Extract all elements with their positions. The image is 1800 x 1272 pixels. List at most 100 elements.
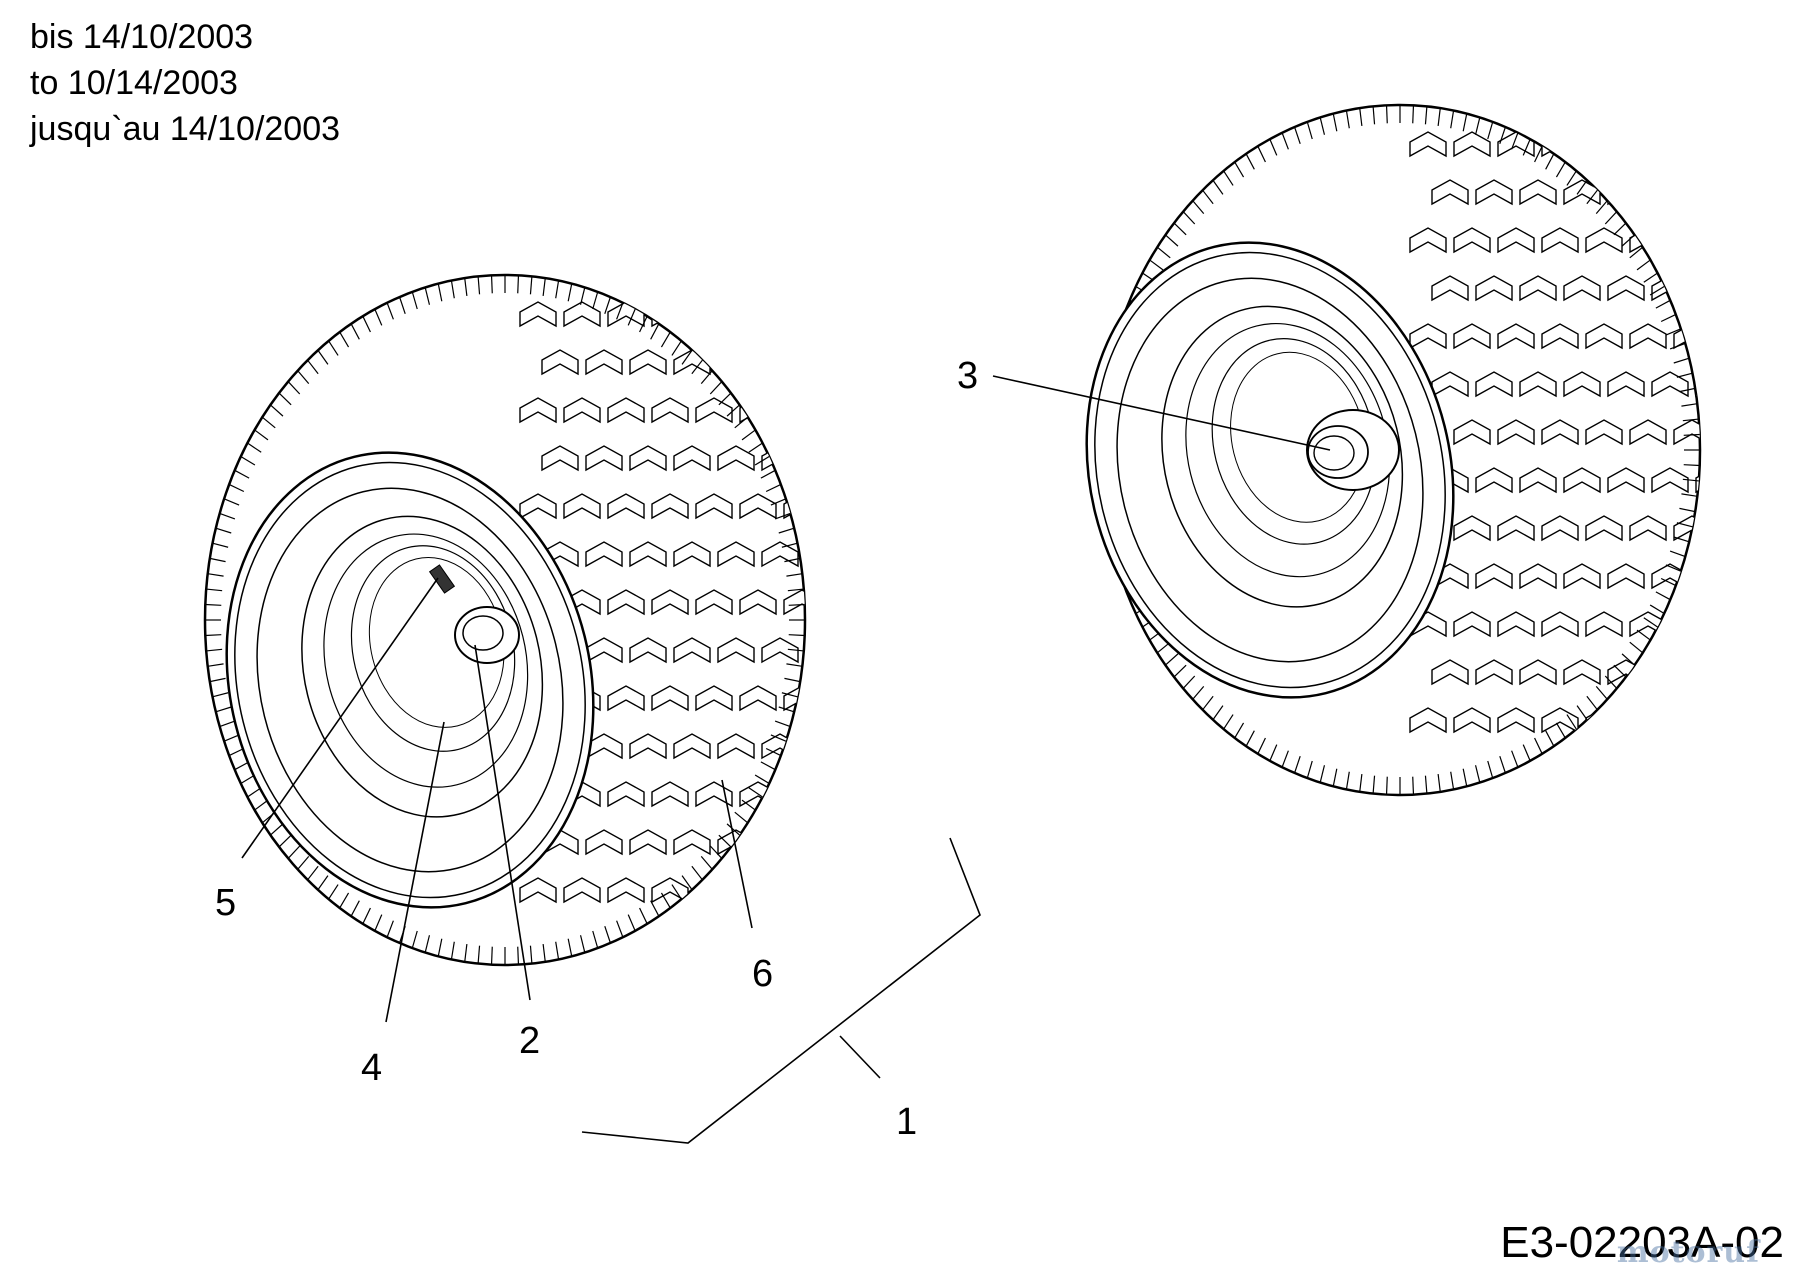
tread-block [1497, 515, 1535, 542]
sidewall-rib [1372, 106, 1376, 125]
tread-block [761, 637, 799, 664]
sidewall-rib [1636, 259, 1651, 271]
sidewall-rib [424, 287, 431, 305]
tread-block [651, 781, 689, 808]
tread-block [1541, 611, 1579, 638]
sidewall-rib [1332, 768, 1338, 787]
tread-block [1431, 371, 1469, 398]
sidewall-rib [542, 943, 546, 962]
tread-block [695, 397, 733, 424]
tread-block [607, 877, 645, 904]
sidewall-rib [206, 588, 223, 592]
tread-block [1673, 611, 1700, 638]
tread-block [1453, 707, 1491, 734]
sidewall-rib [681, 875, 693, 891]
sidewall-rib [1522, 138, 1531, 156]
tread-block [1541, 419, 1579, 446]
sidewall-rib [760, 469, 776, 479]
tread-block [783, 301, 805, 328]
tread-block [1651, 179, 1689, 206]
sidewall-rib [1655, 591, 1671, 601]
sidewall-rib [1681, 403, 1698, 407]
sidewall-rib [1676, 522, 1693, 528]
right-wheel [1085, 103, 1702, 797]
sidewall-rib [240, 774, 256, 784]
sidewall-rib [207, 573, 224, 577]
sidewall-rib [219, 720, 236, 728]
tread-block [519, 301, 557, 328]
sidewall-rib [1604, 675, 1618, 689]
tread-block [1541, 227, 1579, 254]
sidewall-rib [399, 296, 406, 315]
sidewall-rib [1202, 695, 1214, 711]
validity-date-en: to 10/14/2003 [30, 64, 238, 102]
sidewall-rib [1332, 113, 1338, 132]
sidewall-rib [234, 469, 250, 479]
tread-block [673, 541, 711, 568]
tread-block [1497, 227, 1535, 254]
sidewall-rib [1257, 145, 1266, 163]
sidewall-rib [215, 706, 232, 713]
drawing-reference-code: E3-02203A-02 [1500, 1218, 1784, 1267]
sidewall-rib [240, 456, 256, 466]
sidewall-rib [1450, 110, 1455, 129]
sidewall-rib [374, 308, 383, 326]
tread-block [1585, 611, 1623, 638]
tread-block [1497, 707, 1535, 734]
sidewall-rib [1566, 170, 1577, 186]
sidewall-rib [307, 359, 319, 375]
tread-block [1673, 131, 1700, 158]
sidewall-rib [1345, 771, 1350, 790]
tread-block [1629, 707, 1667, 734]
sidewall-rib [1660, 577, 1677, 587]
sidewall-rib [1234, 722, 1245, 739]
sidewall-rib [261, 416, 276, 429]
tread-block [607, 685, 645, 712]
tread-block [629, 637, 667, 664]
sidewall-rib [490, 946, 493, 965]
sidewall-rib [1165, 653, 1179, 666]
sidewall-rib [307, 865, 319, 881]
right-tire-tread [1409, 131, 1700, 734]
tread-block [541, 445, 579, 472]
sidewall-rib [1487, 760, 1494, 779]
tread-block [585, 541, 623, 568]
sidewall-rib [1679, 387, 1696, 393]
sidewall-rib [1223, 170, 1234, 186]
sidewall-rib [781, 692, 798, 698]
tread-block [1607, 371, 1645, 398]
sidewall-rib [781, 542, 798, 548]
tread-block [761, 829, 799, 856]
sidewall-rib [1511, 132, 1519, 150]
sidewall-rib [650, 323, 660, 340]
tread-block [1673, 515, 1700, 542]
sidewall-rib [437, 938, 443, 957]
sidewall-rib [1682, 418, 1699, 422]
sidewall-rib [297, 855, 310, 870]
sidewall-rib [741, 799, 756, 811]
tread-block [739, 685, 777, 712]
tread-block [563, 877, 601, 904]
tread-block [1695, 659, 1700, 686]
leader-5 [241, 577, 439, 859]
tread-block [761, 541, 799, 568]
tread-block [651, 589, 689, 616]
sidewall-rib [1595, 200, 1608, 215]
sidewall-rib [1649, 604, 1665, 614]
sidewall-rib [411, 930, 418, 949]
sidewall-rib [639, 907, 648, 925]
sidewall-rib [787, 588, 804, 592]
sidewall-rib [223, 498, 240, 506]
leader-6 [721, 779, 753, 929]
sidewall-rib [1424, 775, 1428, 794]
tread-block [695, 685, 733, 712]
sidewall-rib [784, 557, 801, 563]
sidewall-rib [1223, 714, 1234, 730]
sidewall-rib [339, 331, 350, 348]
sidewall-rib [741, 429, 756, 441]
sidewall-rib [1319, 117, 1326, 135]
tread-block [1519, 275, 1557, 302]
tread-block [783, 589, 805, 616]
sidewall-rib [1281, 132, 1289, 150]
sidewall-rib [718, 834, 732, 848]
